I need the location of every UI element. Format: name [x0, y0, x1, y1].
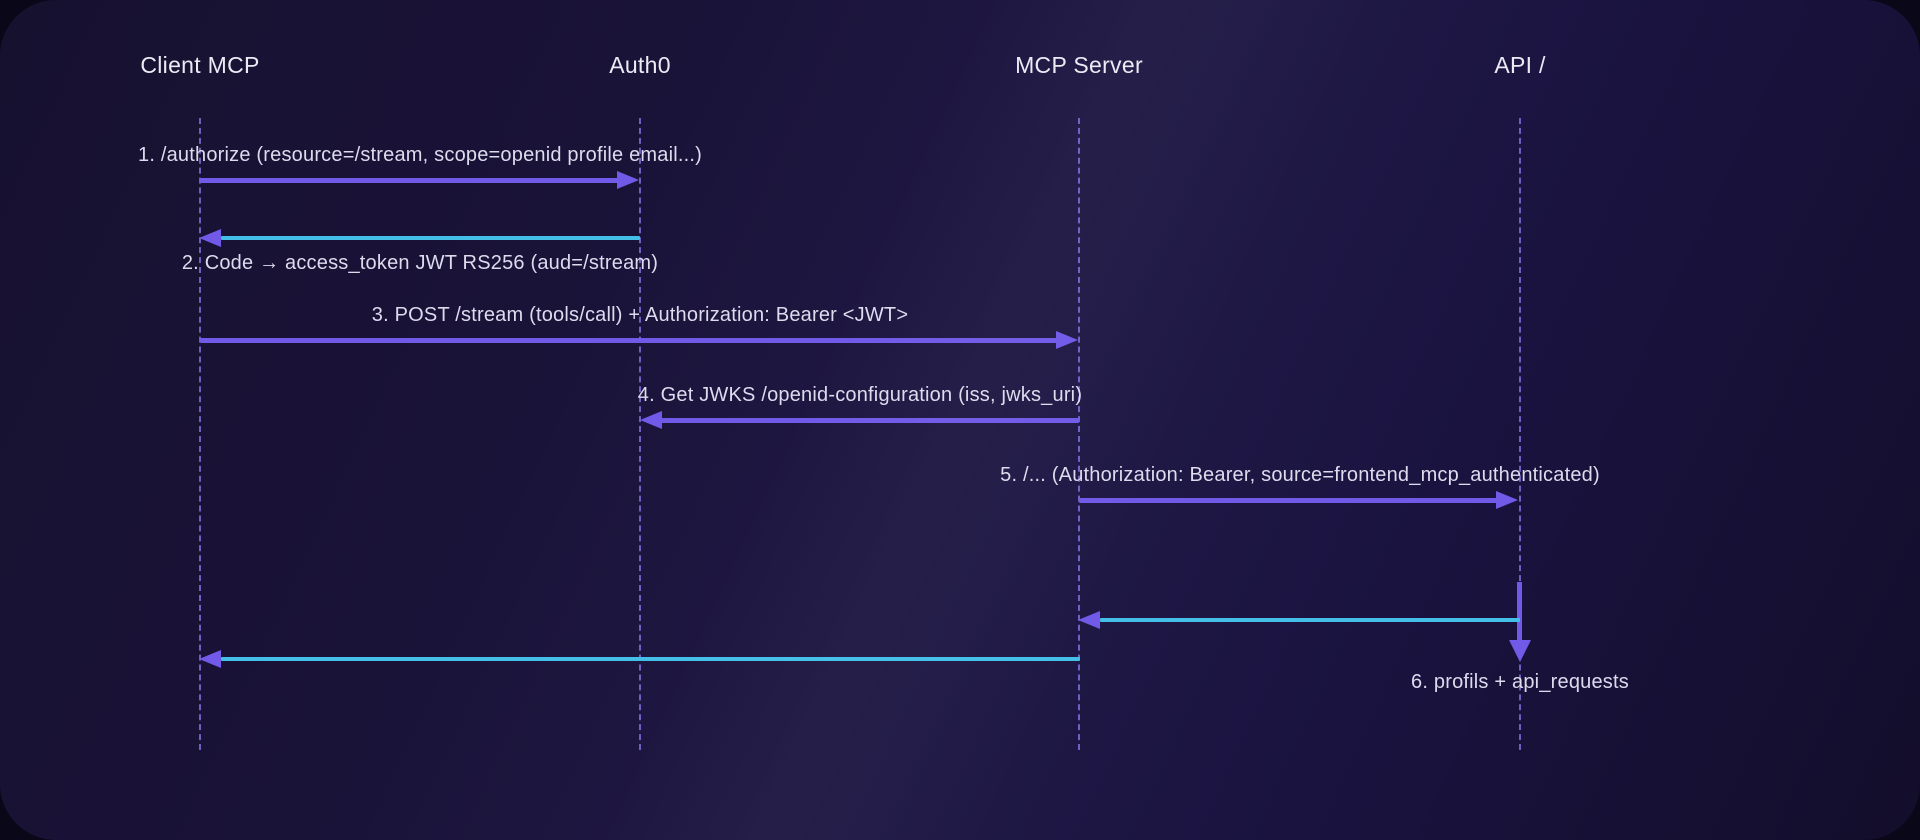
- response-api-to-mcp-arrowhead-left-icon: [1078, 611, 1100, 629]
- response-mcp-to-client-arrowhead-left-icon: [199, 650, 221, 668]
- message-2-arrowhead-left-icon: [199, 229, 221, 247]
- lifeline-auth0: [639, 118, 641, 750]
- message-5-arrow-line: [1079, 498, 1498, 503]
- lifeline-mcp-server: [1078, 118, 1080, 750]
- message-3-arrowhead-right-icon: [1056, 331, 1078, 349]
- message-4-arrowhead-left-icon: [640, 411, 662, 429]
- participant-label-client-mcp: Client MCP: [140, 52, 260, 78]
- message-1-arrow-line: [200, 178, 619, 183]
- response-api-to-mcp-line: [1100, 618, 1520, 622]
- message-2-arrow-line: [221, 236, 640, 240]
- message-3-label: 3. POST /stream (tools/call) + Authoriza…: [371, 304, 909, 326]
- participant-label-auth0: Auth0: [609, 52, 671, 78]
- message-5-arrowhead-right-icon: [1496, 491, 1518, 509]
- message-3-arrow-line: [200, 338, 1058, 343]
- message-5-label: 5. /... (Authorization: Bearer, source=f…: [1000, 464, 1600, 486]
- participant-label-api: API /: [1494, 52, 1546, 78]
- lifeline-client-mcp: [199, 118, 201, 750]
- message-6-label: 6. profils + api_requests: [1411, 671, 1629, 693]
- api-processing-arrow-line: [1517, 582, 1522, 640]
- api-processing-arrowhead-down-icon: [1509, 640, 1531, 662]
- message-2-label: 2. Code → access_token JWT RS256 (aud=/s…: [181, 252, 659, 274]
- message-1-arrowhead-right-icon: [617, 171, 639, 189]
- response-mcp-to-client-line: [221, 657, 1080, 661]
- participant-label-mcp-server: MCP Server: [1015, 52, 1143, 78]
- message-4-arrow-line: [661, 418, 1079, 423]
- message-1-label: 1. /authorize (resource=/stream, scope=o…: [138, 144, 702, 166]
- lifeline-api: [1519, 118, 1521, 750]
- message-4-label: 4. Get JWKS /openid-configuration (iss, …: [637, 384, 1083, 406]
